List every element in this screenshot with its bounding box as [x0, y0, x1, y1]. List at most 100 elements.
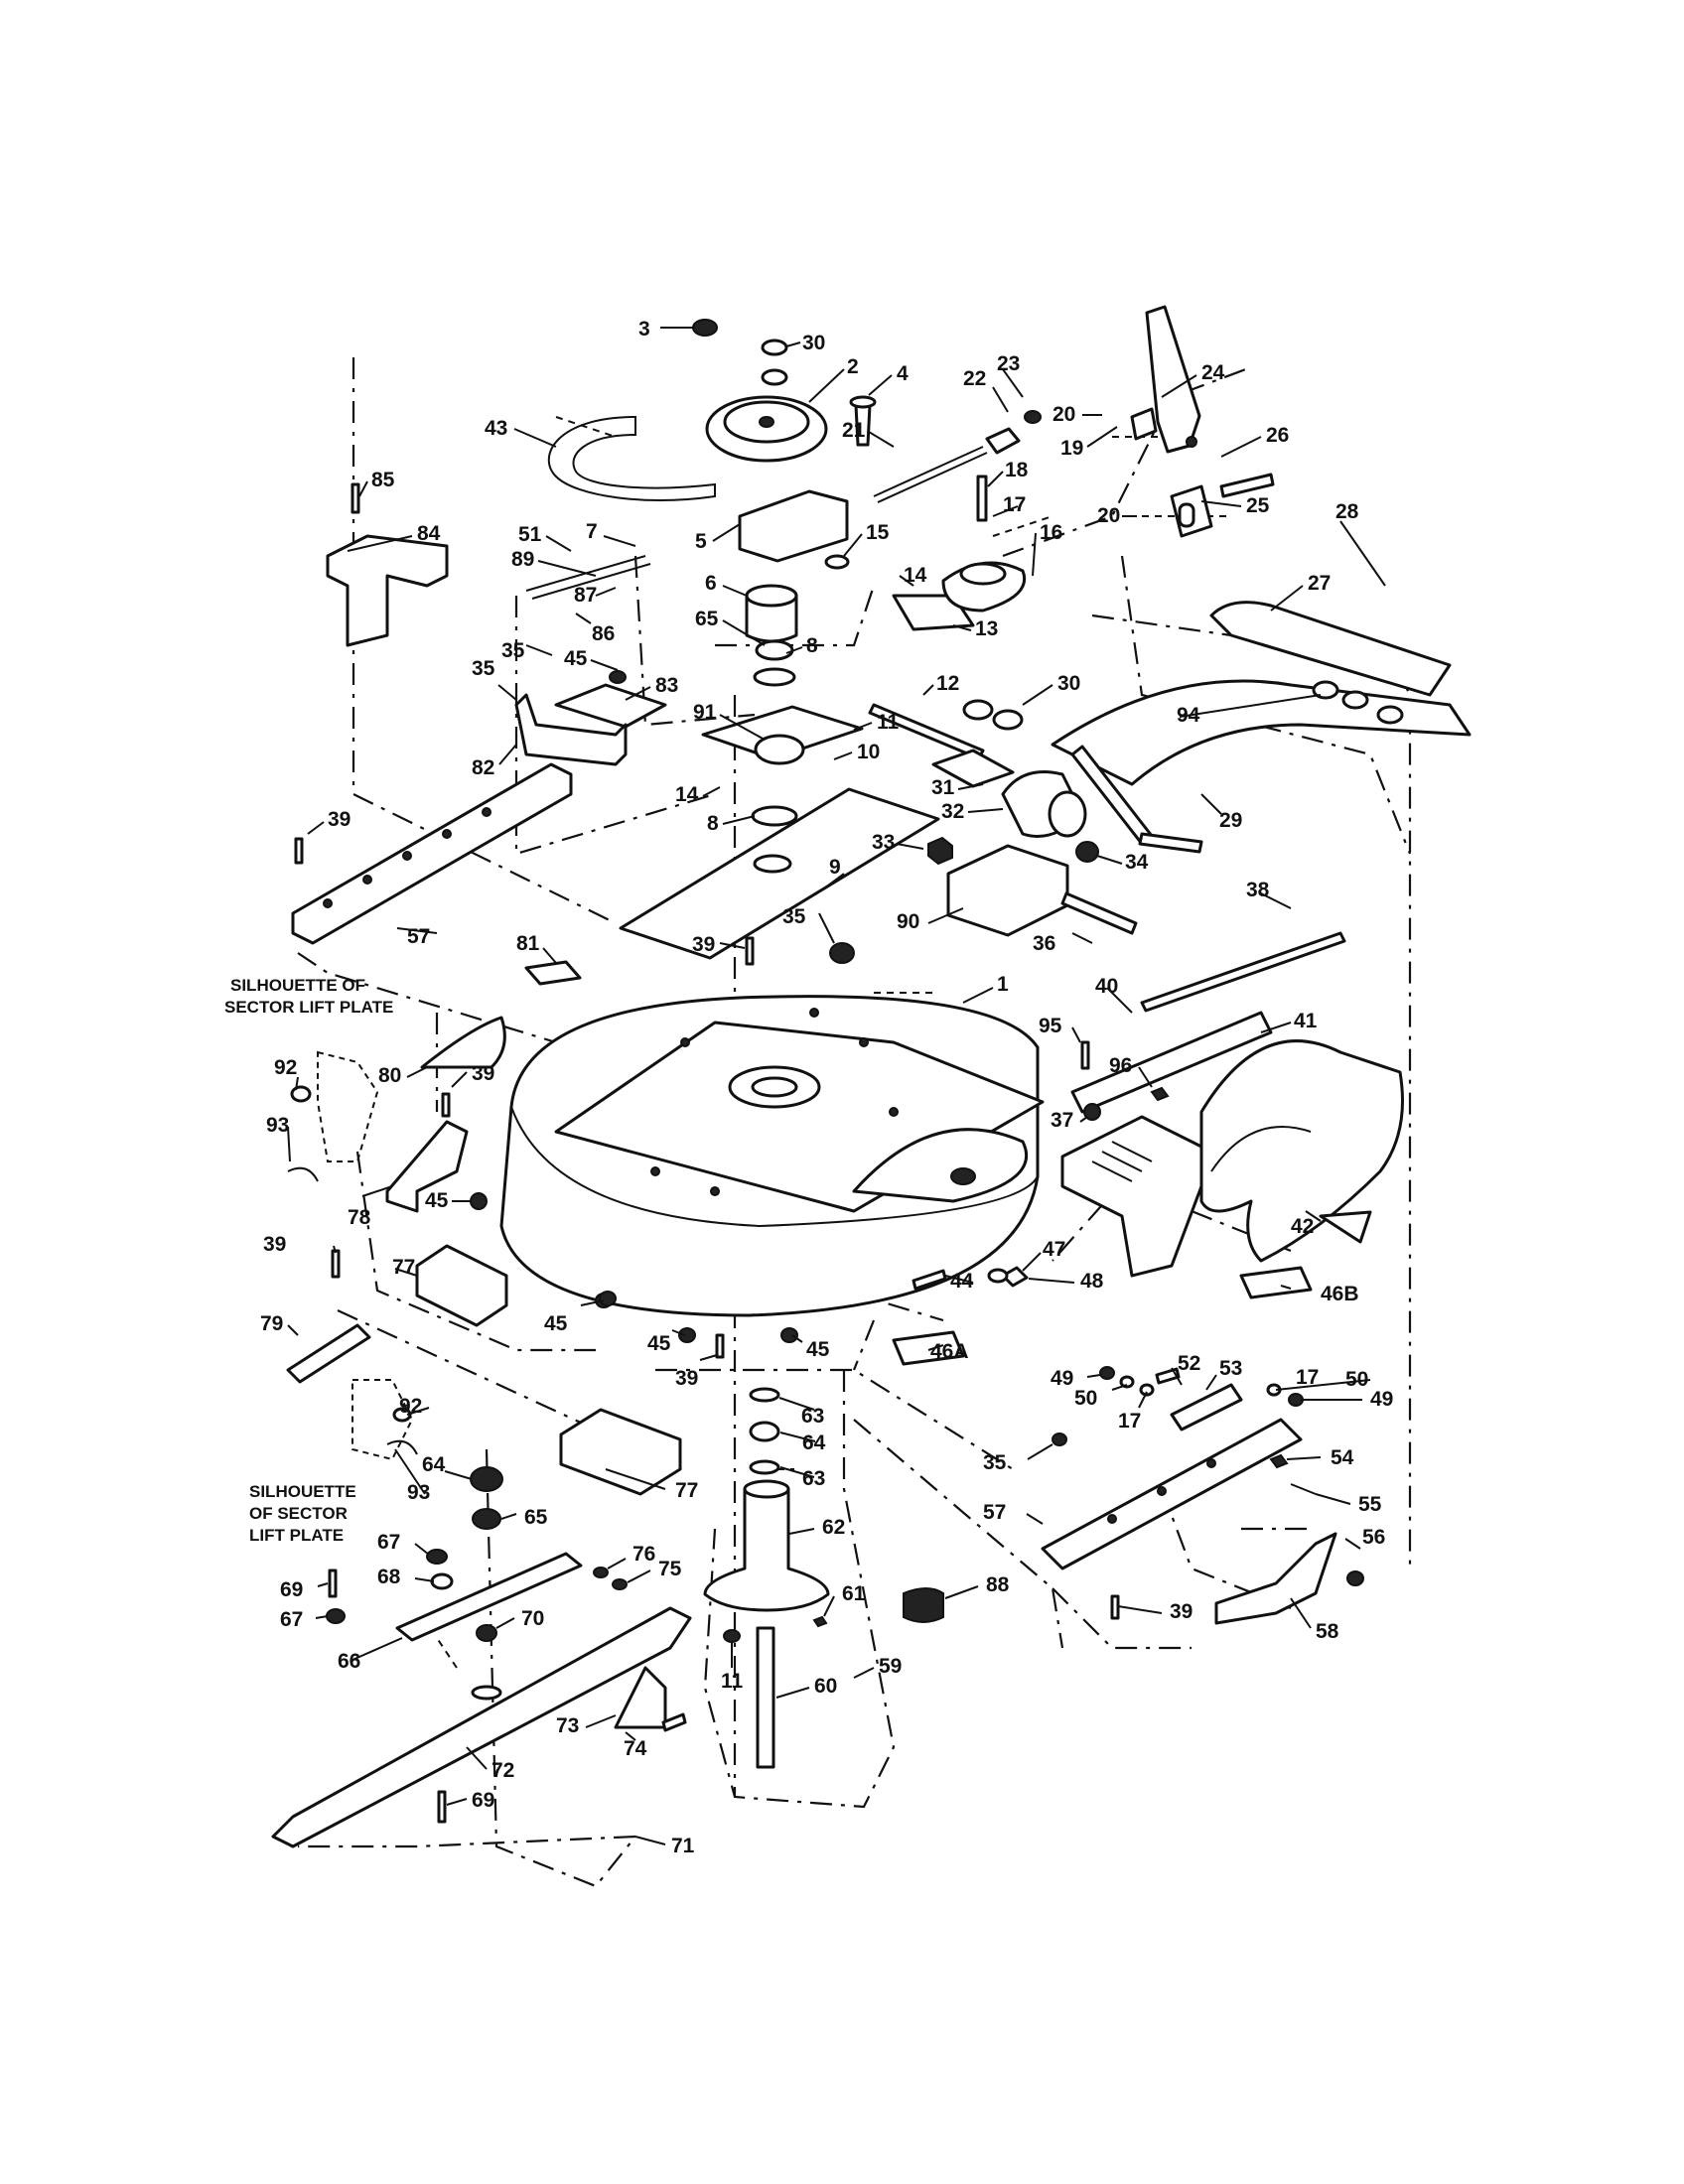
bolt-69b-drawing [437, 1790, 447, 1824]
callout-45: 45 [647, 1332, 671, 1355]
bolt-39f-drawing [1110, 1594, 1120, 1620]
callout-19: 19 [1060, 437, 1083, 460]
bolt-39b-drawing [745, 936, 755, 966]
callout-11: 11 [721, 1670, 744, 1693]
discharge-chute-group [1060, 931, 1404, 1278]
silhouette-note-lower-line-1: SILHOUETTE [249, 1482, 356, 1501]
pin-55-drawing [1290, 1483, 1317, 1495]
callout-35: 35 [501, 639, 525, 662]
ring-63b-drawing [749, 1459, 780, 1475]
nut-54-drawing [1269, 1453, 1289, 1469]
swivel-22-drawing [985, 427, 1021, 455]
callout-26: 26 [1266, 424, 1289, 447]
roller-31-drawing [931, 749, 1015, 788]
callout-21: 21 [842, 419, 866, 442]
callout-96: 96 [1109, 1054, 1132, 1077]
nut-96-drawing [1150, 1086, 1170, 1102]
nut-76-drawing [593, 1567, 609, 1578]
ring-8-drawing [753, 667, 796, 687]
callout-87: 87 [574, 584, 597, 607]
hanger-77b-drawing [559, 1408, 682, 1496]
center-plate-group [524, 699, 1138, 986]
nut-33-drawing [927, 836, 953, 866]
callout-75: 75 [658, 1558, 682, 1580]
callout-66: 66 [338, 1650, 360, 1673]
hanger-77a-drawing [415, 1244, 508, 1327]
callout-20: 20 [1097, 504, 1120, 527]
callout-18: 18 [1005, 459, 1029, 481]
callout-39: 39 [675, 1367, 698, 1390]
callout-49: 49 [1370, 1388, 1393, 1411]
callout-88: 88 [986, 1573, 1010, 1596]
callout-39: 39 [1170, 1600, 1193, 1623]
callout-69: 69 [472, 1789, 494, 1812]
bushing-34-drawing [1075, 841, 1099, 863]
pin-93a-drawing [287, 1166, 319, 1182]
callout-39: 39 [263, 1233, 286, 1256]
callout-35: 35 [782, 905, 806, 928]
lift-shaft-29-drawing [1051, 679, 1472, 786]
callout-54: 54 [1331, 1446, 1354, 1469]
angle-57a-drawing [291, 762, 573, 945]
washer-68-drawing [430, 1572, 454, 1590]
bolt-39a-drawing [294, 837, 304, 865]
silhouette-lower-drawing [351, 1379, 414, 1461]
nut-35c-drawing [829, 942, 855, 964]
callout-14: 14 [904, 564, 927, 587]
bracket-78-drawing [385, 1120, 469, 1213]
blade-72-drawing [271, 1606, 692, 1848]
washer-92a-drawing [290, 1085, 312, 1103]
callout-30: 30 [1057, 672, 1080, 695]
callout-60: 60 [814, 1675, 837, 1698]
callout-42: 42 [1291, 1215, 1314, 1238]
callout-45: 45 [564, 647, 588, 670]
callout-35: 35 [983, 1451, 1007, 1474]
silhouette-note-upper-line-2: SECTOR LIFT PLATE [224, 998, 393, 1017]
callout-50: 50 [1345, 1368, 1368, 1391]
callout-79: 79 [260, 1312, 283, 1335]
callout-69: 69 [280, 1578, 303, 1601]
callout-37: 37 [1051, 1109, 1073, 1132]
callout-67: 67 [280, 1608, 303, 1631]
callout-41: 41 [1294, 1010, 1318, 1032]
callout-56: 56 [1362, 1526, 1385, 1549]
callout-86: 86 [592, 622, 615, 645]
callout-7: 7 [586, 520, 598, 543]
bracket-73-drawing [614, 1666, 667, 1729]
spindle-housing-62-drawing [703, 1487, 830, 1612]
callout-17: 17 [1296, 1366, 1319, 1389]
callout-11: 11 [877, 711, 900, 734]
nut-45c-drawing [599, 1291, 617, 1306]
top-pulley-group [547, 319, 1042, 827]
bushing-64b-drawing [470, 1466, 503, 1492]
callout-73: 73 [556, 1714, 579, 1737]
idler-arm-5-drawing [738, 489, 849, 563]
nut-49a-drawing [1099, 1366, 1115, 1380]
callout-27: 27 [1308, 572, 1331, 595]
callout-16: 16 [1040, 521, 1062, 544]
nut-56-drawing [1346, 1570, 1364, 1586]
washer-15-drawing [824, 554, 850, 570]
callout-5: 5 [695, 530, 707, 553]
callout-12: 12 [936, 672, 959, 695]
callout-77: 77 [675, 1479, 698, 1502]
callout-24: 24 [1201, 361, 1225, 384]
rod-21-drawing [873, 446, 988, 503]
nut-45b-drawing [470, 1192, 488, 1210]
callout-31: 31 [931, 776, 955, 799]
callout-65: 65 [695, 608, 719, 630]
bolt-36-drawing [1060, 891, 1138, 935]
callout-10: 10 [857, 741, 880, 763]
decal-46a-drawing [892, 1330, 965, 1366]
shaft-60-drawing [756, 1626, 775, 1769]
callout-74: 74 [624, 1737, 647, 1760]
callout-39: 39 [692, 933, 715, 956]
callout-30: 30 [802, 332, 825, 354]
nut-23-drawing [1024, 410, 1042, 424]
callout-50: 50 [1074, 1387, 1097, 1410]
callout-63: 63 [802, 1467, 825, 1490]
callout-46A: 46A [930, 1340, 969, 1363]
bolt-44-drawing [912, 1269, 947, 1291]
callout-61: 61 [842, 1582, 866, 1605]
